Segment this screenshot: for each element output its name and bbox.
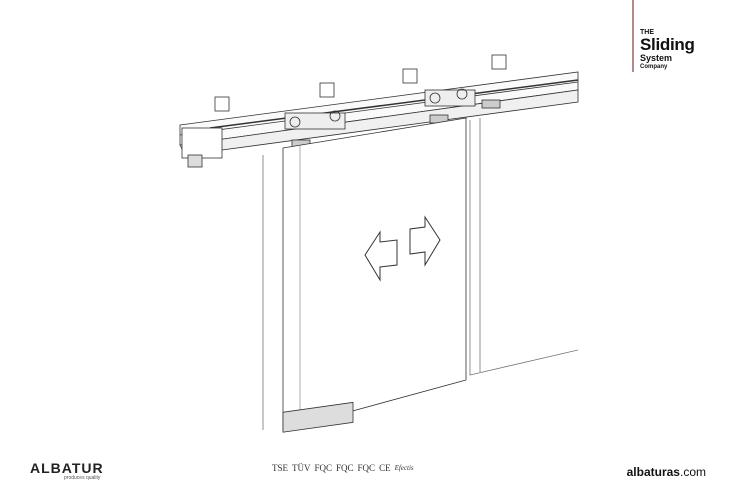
albatur-logo: ALBATUR produces quality <box>30 460 104 481</box>
top-rail <box>179 54 579 168</box>
sliding-glass-panel <box>282 117 467 433</box>
website-rest: .com <box>679 465 706 479</box>
logo-tagline: produces quality <box>64 475 101 481</box>
fixed-glass-panel <box>262 118 579 430</box>
cert-tuv: TÜV <box>292 463 311 473</box>
cert-fqc-3: FQC <box>357 463 376 473</box>
brand-the: THE <box>640 29 654 36</box>
double-arrow-icon <box>364 215 441 282</box>
brand-company: Company <box>640 64 668 70</box>
website-link[interactable]: albaturas.com <box>627 465 706 479</box>
cert-fqc-2: FQC <box>336 463 354 473</box>
cert-ce: CE <box>379 463 391 473</box>
website-bold: albaturas <box>626 465 680 479</box>
brand-title: THE Sliding System Company <box>640 29 695 70</box>
brand-sliding: Sliding <box>640 35 695 54</box>
certification-logos: TSE TÜV FQC FQC FQC CE Efectis <box>272 463 414 473</box>
brand-system: System <box>640 53 673 63</box>
cert-efectis: Efectis <box>394 464 414 472</box>
cert-fqc-1: FQC <box>314 463 333 473</box>
cert-tse: TSE <box>272 463 289 473</box>
accent-divider <box>632 0 634 72</box>
logo-name: ALBATUR <box>30 460 104 476</box>
